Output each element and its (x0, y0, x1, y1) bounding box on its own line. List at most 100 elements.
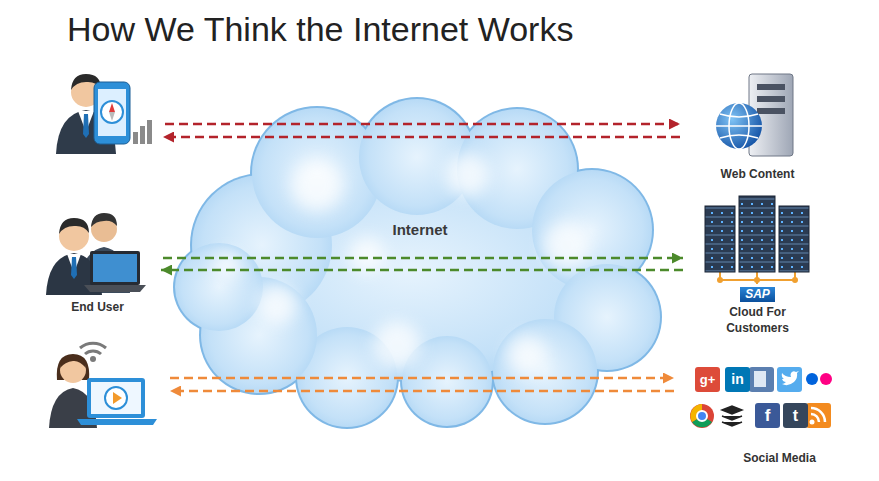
node-text-group: SAP Cloud For Customers (700, 192, 815, 336)
web-server-icon-part (716, 103, 762, 149)
social-icons-part (782, 371, 799, 385)
desktop-user-icon-part (84, 285, 146, 292)
server-rack-icon-part (739, 196, 775, 272)
mobile-user-icon-part (101, 101, 123, 123)
internet-cloud (167, 95, 667, 430)
node-label: Cloud For Customers (708, 304, 808, 336)
media-user-icon-part (105, 387, 127, 409)
social-icons-part (749, 367, 774, 392)
social-icons-part (806, 403, 831, 428)
media-user-icon-part (60, 355, 86, 368)
internet-cloud-part-part (175, 243, 263, 331)
google-plus-icon: g+ (695, 367, 720, 392)
internet-cloud-part-part (349, 237, 385, 273)
mobile-user-icon-part (147, 120, 152, 144)
internet-cloud-part-part (373, 321, 421, 369)
user-node (48, 62, 153, 157)
internet-cloud-part (173, 97, 662, 429)
cloud-service-node: SAP Cloud For Customers (700, 192, 815, 336)
mobile-user-icon-part (140, 126, 145, 144)
internet-cloud-part-part (493, 319, 597, 423)
server-rack-icon-part (717, 277, 723, 283)
user-node: End User (42, 205, 153, 315)
node-label: SAP (740, 287, 775, 302)
media-user-icon (45, 340, 160, 430)
media-user-icon-part (85, 351, 101, 354)
mobile-user-icon-part (109, 103, 115, 112)
node-label: End User (42, 299, 153, 315)
web-server-icon (697, 70, 812, 162)
node-label: Web Content (697, 166, 818, 182)
mobile-user-icon-part (109, 112, 115, 121)
web-server-icon-part (757, 96, 785, 102)
desktop-user-icon-part (71, 257, 77, 279)
internet-cloud-part-part (291, 159, 343, 211)
media-user-icon-part (91, 382, 141, 414)
desktop-user-icon-part (93, 254, 137, 282)
icon-letter: f (765, 406, 771, 425)
web-server-icon-part (757, 84, 785, 90)
internet-cloud-part (175, 99, 660, 427)
internet-cloud-part-part (543, 221, 591, 269)
server-rack-icon-part (779, 206, 809, 272)
tumblr-icon: t (783, 403, 808, 428)
node-text-group: Internet (167, 95, 673, 238)
social-icons-part (697, 411, 707, 421)
node-text-group (48, 62, 153, 157)
user-node (45, 340, 160, 430)
node-text-group (45, 340, 160, 430)
dashed-arrow (163, 136, 680, 139)
server-node: Web Content (697, 70, 818, 182)
internet-cloud-part (213, 153, 591, 375)
internet-cloud-part-part (257, 285, 297, 325)
web-server-icon-part (757, 108, 785, 114)
social-icons-part (690, 404, 714, 428)
dashed-arrow (165, 123, 680, 126)
desktop-user-icon-part (59, 218, 89, 234)
icon-letter: t (793, 407, 798, 424)
desktop-user-icon-part (91, 213, 117, 227)
social-icons-part (722, 406, 742, 426)
node-label: Internet (167, 222, 673, 238)
server-rack-icon-part (754, 277, 760, 283)
social-icons-part (811, 408, 825, 422)
social-icons-part (810, 420, 815, 425)
icon-letter: in (731, 371, 743, 387)
node-label: Social Media (684, 450, 875, 466)
facebook-icon: f (755, 403, 780, 428)
web-server-icon-part (716, 125, 762, 127)
desktop-user-icon (42, 205, 147, 297)
mobile-user-icon (48, 62, 153, 157)
media-user-icon-part (113, 392, 122, 404)
internet-cloud-part-part (445, 153, 489, 197)
internet-cloud-part-part (213, 251, 241, 279)
media-user-icon-part (77, 419, 157, 425)
media-user-icon-part (90, 356, 96, 362)
server-rack-icon-part (705, 206, 735, 272)
server-rack-icon-part (720, 272, 795, 284)
social-icons-part (754, 371, 766, 387)
social-icons-part (806, 373, 818, 385)
mobile-user-icon-part (94, 82, 130, 144)
media-user-icon-part (87, 378, 145, 418)
social-icons-part (777, 367, 802, 392)
linkedin-icon: in (725, 367, 750, 392)
internet-cloud-node: Internet (167, 95, 673, 238)
server-rack-icon (700, 192, 815, 287)
web-server-icon-part (720, 114, 758, 138)
dashed-arrow (163, 257, 683, 260)
node-text-group: End User (42, 205, 153, 315)
dashed-arrow (170, 390, 674, 393)
media-user-icon-part (80, 343, 106, 348)
node-text-group: Web Content (697, 70, 818, 182)
desktop-user-icon-part (90, 251, 140, 285)
mobile-user-icon-part (133, 132, 138, 144)
dashed-arrow (170, 377, 674, 380)
mobile-user-icon-part (83, 114, 89, 138)
icon-letter: g+ (700, 372, 716, 387)
internet-cloud-part-part (507, 335, 547, 375)
mobile-user-icon-part (98, 89, 126, 136)
diagram-title: How We Think the Internet Works (67, 10, 573, 49)
social-icons-part (820, 373, 832, 385)
